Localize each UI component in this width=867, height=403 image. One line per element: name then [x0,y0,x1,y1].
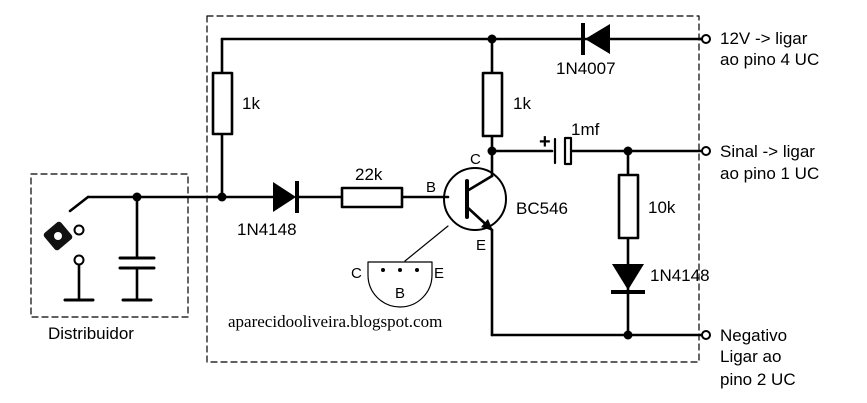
label-r-10k: 10k [648,198,676,217]
label-cap-polarity: + [539,131,551,153]
label-pkg-b: B [395,285,405,302]
package-pin [398,268,402,272]
label-pkg-e: E [434,265,444,282]
package-pointer [404,225,449,262]
diode-1n4148-input-bar [295,181,299,213]
switch-contact-top [73,224,85,236]
diode-1n4148-output [612,264,644,290]
label-pkg-c: C [351,265,362,282]
package-pin [381,268,385,272]
junction-dot [487,146,497,156]
terminal-signal [701,146,711,156]
label-d-input: 1N4148 [237,220,297,239]
label-distribuidor: Distribuidor [48,324,134,343]
resistor-10k [617,173,640,240]
package-pin [415,268,419,272]
resistor-1k-collector [481,71,504,138]
label-pin-b: B [426,179,436,196]
label-r-base: 22k [355,165,383,184]
junction-dot [623,330,633,340]
emitter-arrow [481,219,493,231]
switch-contact-bottom [73,254,85,266]
junction-dot [217,192,227,202]
terminal-ground-line-1: Negativo [720,326,787,345]
switch-lever [68,195,90,213]
label-pin-e: E [476,237,486,254]
resistor-1k-left [211,71,234,136]
diode-1n4007 [585,24,610,54]
label-d-output: 1N4148 [650,266,710,285]
junction-dot [132,192,142,202]
transistor-package [367,261,433,308]
terminal-ground-line-3: pino 2 UC [720,370,796,389]
label-r1: 1k [242,94,260,113]
terminal-signal-line-2: ao pino 1 UC [720,164,819,183]
label-d-supply: 1N4007 [556,59,616,78]
terminal-signal-line-1: Sinal -> ligar [720,142,815,161]
terminal-supply-line-1: 12V -> ligar [720,29,808,48]
diode-1n4007-bar [581,23,585,55]
diode-1n4148-input [273,182,296,212]
terminal-supply-line-2: ao pino 4 UC [720,50,819,69]
transistor-collector [465,174,494,193]
terminal-supply [701,34,711,44]
switch-actuator-icon [43,221,73,251]
junction-dot [623,146,633,156]
junction-dot [487,34,497,44]
transistor-body [443,167,507,231]
resistor-22k [340,186,404,209]
terminal-ground-line-2: Ligar ao [720,347,781,366]
diode-1n4148-output-bar [611,290,645,294]
label-r2: 1k [513,94,531,113]
label-transistor: BC546 [516,199,568,218]
label-capacitor: 1mf [571,120,600,139]
watermark: aparecidooliveira.blogspot.com [228,312,442,331]
label-pin-c: C [470,151,481,168]
circuit-board-outline [206,15,700,363]
capacitor-plate-right [563,136,573,166]
terminal-ground [701,330,711,340]
